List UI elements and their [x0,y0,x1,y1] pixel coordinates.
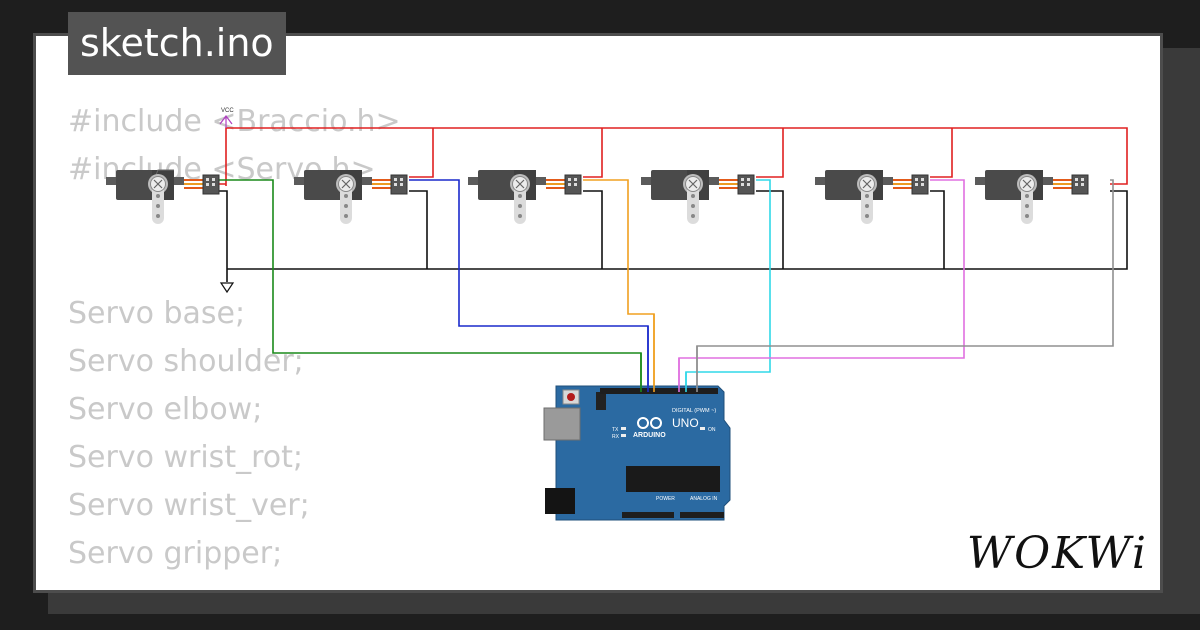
on-label: ON [708,427,716,433]
tx-label: TX [612,427,619,433]
wire-gripper [696,179,1114,392]
vcc-label: VCC [221,108,234,114]
servo-shoulder[interactable] [294,170,408,224]
power-header [622,512,674,518]
arduino-label: ARDUINO [633,432,666,439]
wire-shoulder [409,179,649,392]
wire-wrist-ver [678,179,965,392]
servo-base[interactable] [106,169,220,224]
power-label: POWER [656,496,675,502]
rx-label: RX [612,434,620,440]
atmega-chip [626,466,720,492]
code-line-1: #include <Braccio.h> [68,104,401,139]
arduino-uno-board[interactable]: DIGITAL (PWM ~) UNO ARDUINO TX RX ON POW… [543,385,731,521]
vcc-rail [219,127,1128,186]
uno-label: UNO [672,416,699,430]
servo-wrist-ver[interactable] [815,170,929,224]
usb-port [543,407,581,441]
code-line-6: Servo wrist_rot; [68,440,303,475]
wokwi-logo[interactable]: WOKWi [966,528,1148,579]
servo-gripper[interactable] [975,170,1089,224]
analog-header [680,512,724,518]
wire-elbow [583,179,655,392]
code-line-8: Servo gripper; [68,536,283,571]
servo-elbow[interactable] [468,170,582,224]
code-line-4: Servo shoulder; [68,344,304,379]
wire-base [219,179,642,392]
wire-gnd [219,190,1128,282]
digital-label: DIGITAL (PWM ~) [672,408,716,414]
file-tab[interactable]: sketch.ino [68,12,286,75]
analog-label: ANALOG IN [690,496,718,502]
gnd-symbol [219,282,235,294]
code-line-5: Servo elbow; [68,392,263,427]
servo-wrist-rot[interactable] [641,170,755,224]
code-line-3: Servo base; [68,296,246,331]
gnd-rail [219,190,1128,282]
power-jack [545,488,575,514]
wire-vcc [219,127,1128,186]
arduino-logo-icon [637,417,662,429]
code-line-7: Servo wrist_ver; [68,488,310,523]
vcc-symbol: VCC [219,108,234,128]
digital-header [600,388,718,394]
